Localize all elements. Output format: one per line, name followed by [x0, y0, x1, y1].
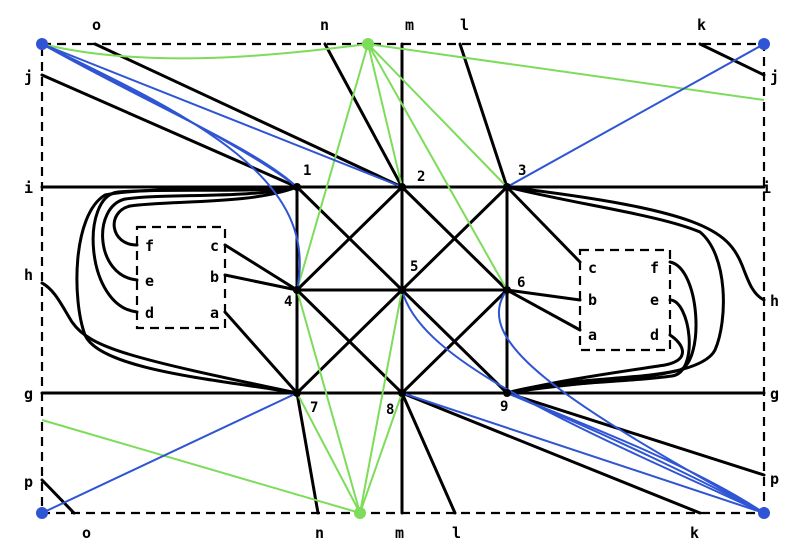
top-label-l: l [460, 16, 469, 34]
green-node [362, 38, 374, 50]
green-edges [41, 43, 765, 514]
vertex-label-1: 1 [303, 163, 311, 179]
blue-edges [41, 43, 765, 514]
bottom-label-o: o [82, 524, 91, 542]
right-box-label-b: b [588, 291, 597, 309]
right-label-h: h [770, 292, 779, 310]
left-label-h: h [24, 266, 33, 284]
top-label-o: o [92, 16, 101, 34]
left-box-label-d: d [145, 304, 154, 322]
left-box-label-a: a [210, 304, 219, 322]
blue-corner-node [758, 38, 770, 50]
right-box-label-c: c [588, 259, 597, 277]
top-labels: o n m l k [92, 16, 706, 34]
blue-corner-node [36, 507, 48, 519]
left-label-g: g [24, 385, 33, 403]
right-labels: j i h g p [762, 68, 779, 488]
left-box-label-b: b [210, 268, 219, 286]
right-label-p: p [770, 470, 779, 488]
right-box-labels: c b a f e d [588, 259, 659, 344]
blue-corner-node [36, 38, 48, 50]
bottom-label-n: n [315, 524, 324, 542]
left-inner-box [135, 225, 227, 330]
bottom-label-m: m [395, 524, 404, 542]
right-box-label-e: e [650, 291, 659, 309]
vertex-labels: 1 2 3 4 5 6 7 8 9 [284, 163, 526, 418]
top-label-n: n [320, 16, 329, 34]
right-box-label-f: f [650, 259, 659, 277]
vertex-label-9: 9 [500, 399, 508, 415]
right-box-label-d: d [650, 326, 659, 344]
left-labels: j i h g p [24, 68, 33, 491]
left-box-label-f: f [145, 237, 154, 255]
left-label-p: p [24, 473, 33, 491]
top-label-m: m [405, 16, 414, 34]
vertex-label-2: 2 [417, 169, 425, 185]
bottom-label-k: k [690, 524, 699, 542]
blue-corner-node [758, 507, 770, 519]
vertex-label-8: 8 [386, 402, 394, 418]
vertex-label-5: 5 [410, 259, 418, 275]
right-label-g: g [770, 385, 779, 403]
vertex-label-6: 6 [517, 275, 525, 291]
left-label-i: i [24, 179, 33, 197]
left-label-j: j [24, 68, 33, 86]
vertex-label-3: 3 [518, 163, 526, 179]
top-label-k: k [697, 16, 706, 34]
vertices [36, 38, 770, 519]
vertex-label-4: 4 [284, 294, 292, 310]
right-label-j: j [770, 68, 779, 86]
left-box-label-c: c [210, 237, 219, 255]
vertex-label-7: 7 [310, 400, 318, 416]
left-box-label-e: e [145, 272, 154, 290]
right-label-i: i [762, 179, 771, 197]
left-box-labels: f e d c b a [145, 237, 219, 322]
bottom-labels: o n m l k [82, 524, 699, 542]
right-box-label-a: a [588, 326, 597, 344]
bottom-label-l: l [452, 524, 461, 542]
green-node [354, 507, 366, 519]
